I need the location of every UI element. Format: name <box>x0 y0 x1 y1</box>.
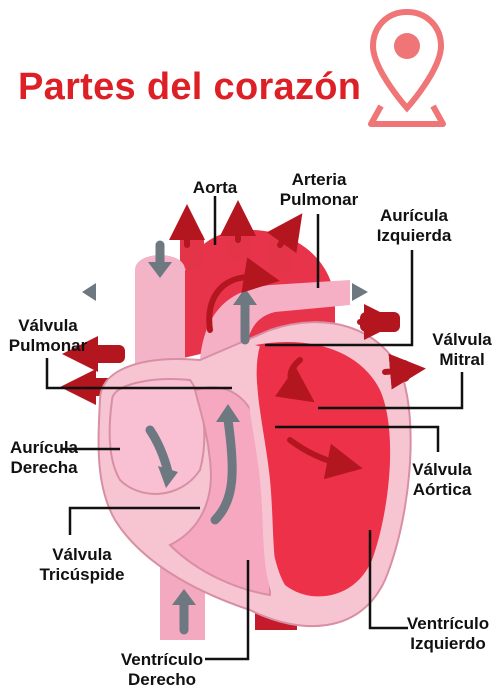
label-arteria-pulmonar: Arteria Pulmonar <box>279 170 359 210</box>
label-valvula-aortica: Válvula Aórtica <box>404 460 480 500</box>
label-aorta: Aorta <box>186 178 244 198</box>
label-auricula-izquierda: Aurícula Izquierda <box>374 206 454 246</box>
label-auricula-derecha: Aurícula Derecha <box>8 438 80 478</box>
label-valvula-mitral: Válvula Mitral <box>424 330 500 370</box>
label-ventriculo-derecho: Ventrículo Derecho <box>116 650 208 690</box>
label-valvula-tricuspide: Válvula Tricúspide <box>34 545 130 585</box>
label-valvula-pulmonar: Válvula Pulmonar <box>8 316 88 356</box>
label-ventriculo-izquierdo: Ventrículo Izquierdo <box>402 614 494 654</box>
